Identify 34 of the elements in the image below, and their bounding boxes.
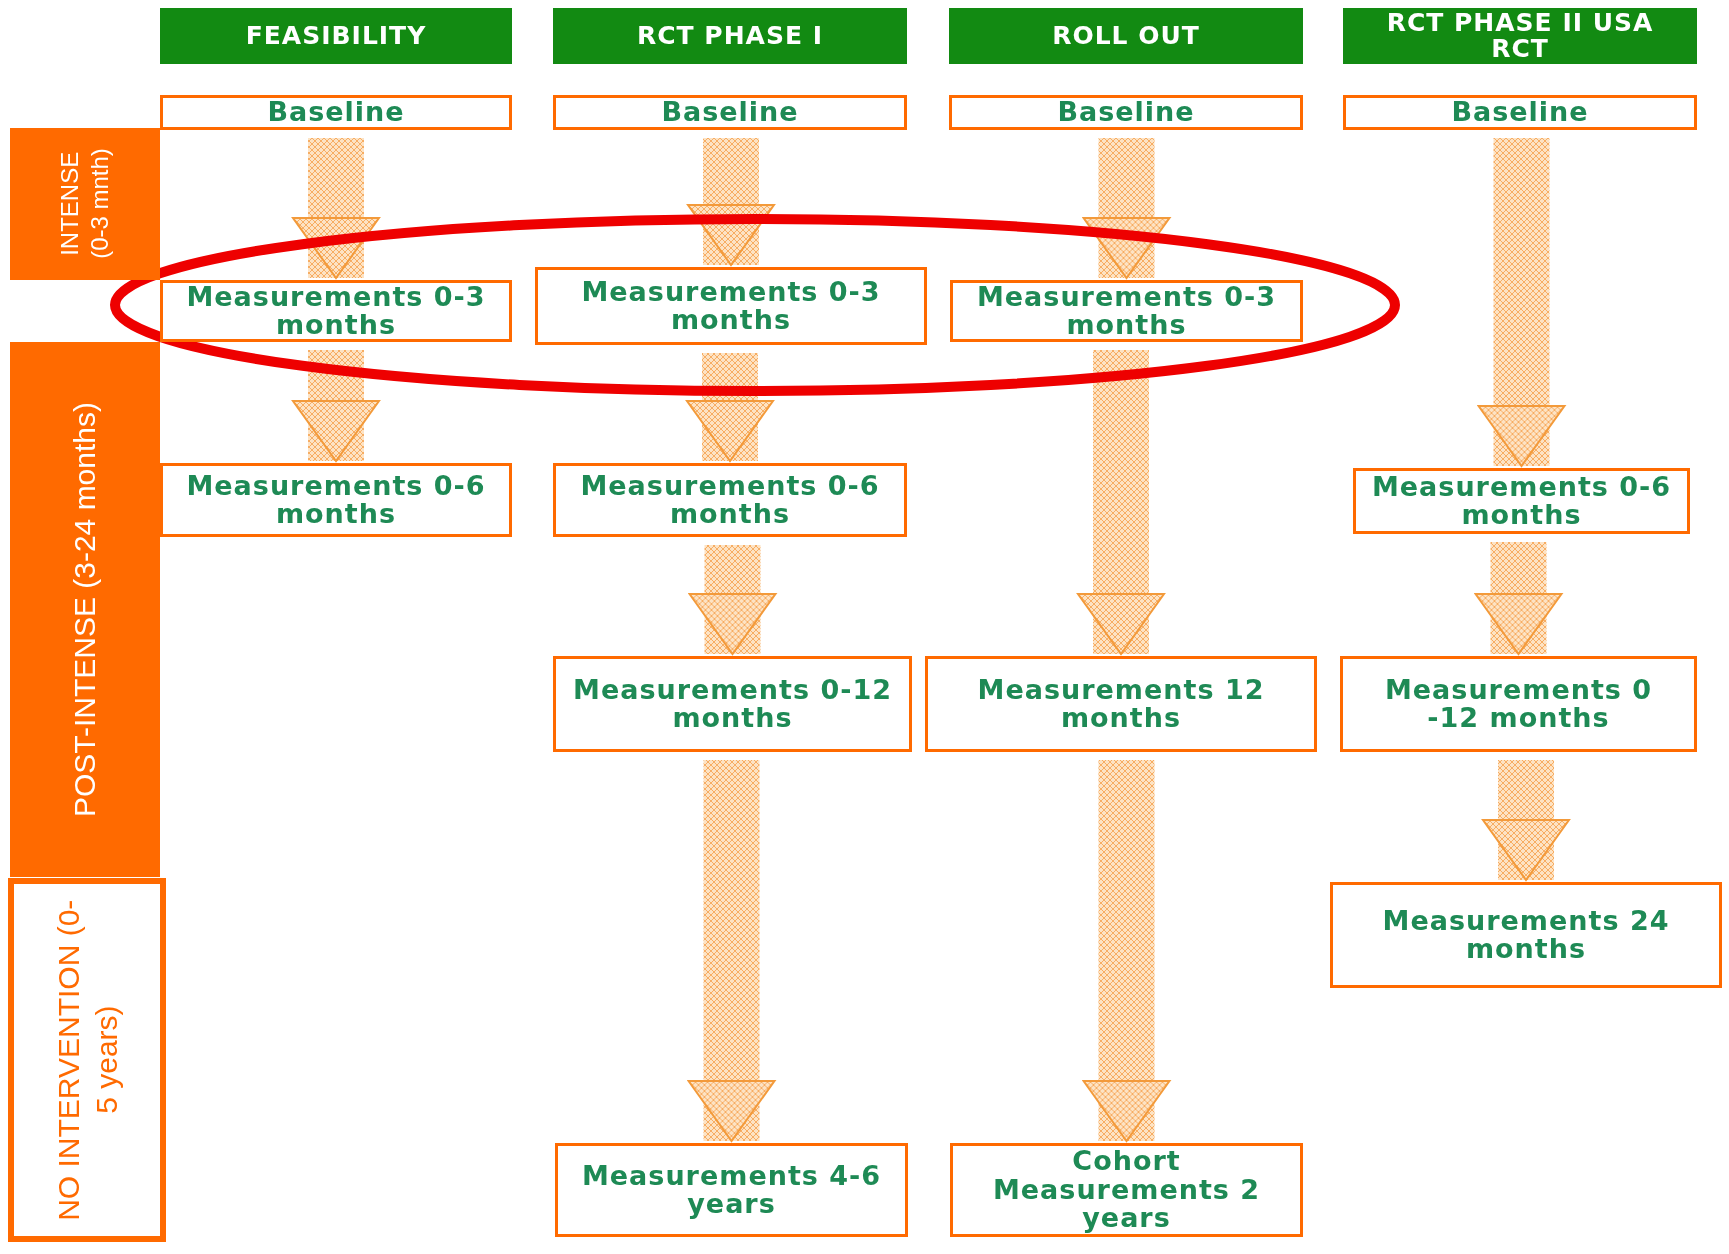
measurement-box: Baseline bbox=[949, 95, 1303, 130]
measurement-box: Measurements 0-6 months bbox=[553, 463, 907, 537]
measurement-box: Measurements 0-3 months bbox=[160, 280, 512, 342]
block-arrow bbox=[688, 545, 777, 655]
measurement-box: Baseline bbox=[1343, 95, 1697, 130]
column-header: RCT PHASE I bbox=[553, 8, 907, 64]
column-header: ROLL OUT bbox=[949, 8, 1303, 64]
block-arrow bbox=[1477, 138, 1566, 467]
measurement-box: Baseline bbox=[160, 95, 512, 130]
phase-band bbox=[10, 128, 160, 280]
phase-band bbox=[10, 342, 160, 877]
block-arrow bbox=[292, 350, 380, 462]
block-arrow bbox=[1474, 542, 1563, 655]
measurement-box: Measurements 24 months bbox=[1330, 882, 1722, 988]
block-arrow bbox=[1482, 760, 1570, 881]
measurement-box: Measurements 0-3 months bbox=[535, 267, 927, 345]
phase-label: INTENSE (0-3 mnth) bbox=[55, 147, 114, 262]
measurement-box: Measurements 4-6 years bbox=[555, 1143, 908, 1237]
measurement-box: Measurements 0 -12 months bbox=[1340, 656, 1697, 752]
measurement-box: Measurements 0-6 months bbox=[160, 463, 512, 537]
measurement-box: Baseline bbox=[553, 95, 907, 130]
block-arrow bbox=[687, 760, 776, 1142]
block-arrow bbox=[1082, 760, 1171, 1142]
column-header: FEASIBILITY bbox=[160, 8, 512, 64]
phase-label: NO INTERVENTION (0-5 years) bbox=[50, 898, 124, 1222]
measurement-box: Measurements 0-3 months bbox=[950, 280, 1303, 342]
phase-label: POST-INTENSE (3-24 months) bbox=[67, 401, 103, 818]
block-arrow bbox=[292, 138, 380, 279]
measurement-box: Measurements 0-12 months bbox=[553, 656, 912, 752]
measurement-box: Measurements 12 months bbox=[925, 656, 1317, 752]
measurement-box: Measurements 0-6 months bbox=[1353, 468, 1690, 534]
column-header: RCT PHASE II USA RCT bbox=[1343, 8, 1697, 64]
phase-band bbox=[8, 878, 166, 1242]
measurement-box: Cohort Measurements 2 years bbox=[950, 1143, 1303, 1237]
